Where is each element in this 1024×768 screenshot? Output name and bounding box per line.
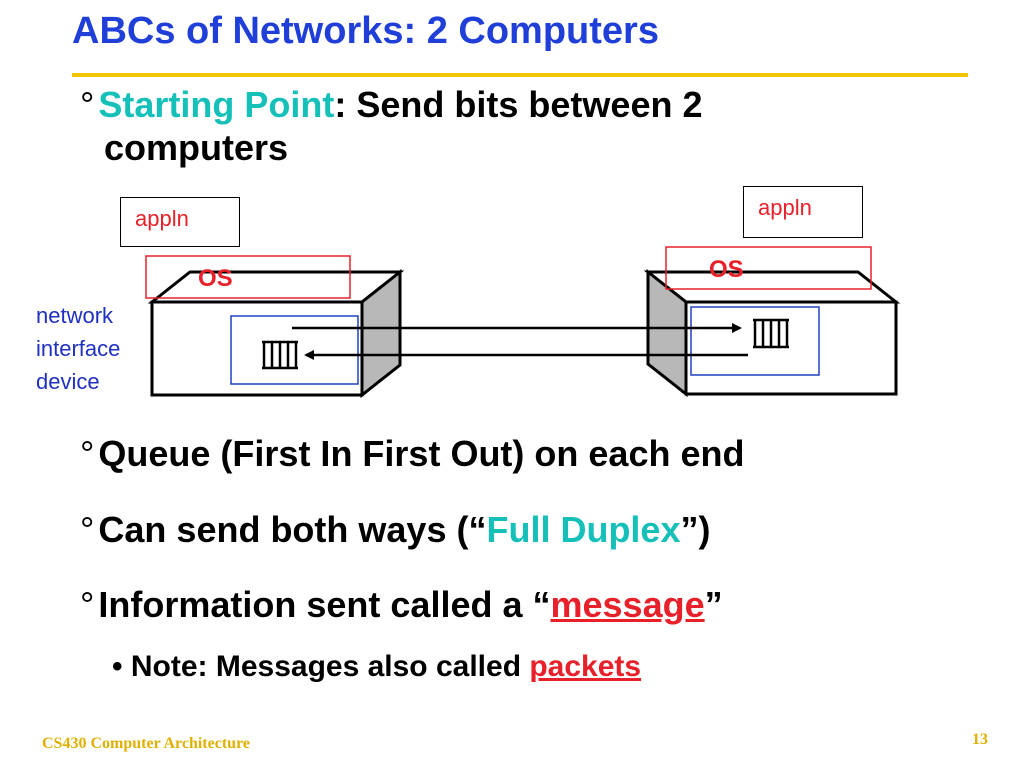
message-highlight: message: [550, 584, 705, 625]
bullet-full-duplex: °Can send both ways (“Full Duplex”): [80, 509, 710, 551]
bullet-marker: °: [80, 433, 95, 474]
left-queue-icon: [262, 340, 298, 370]
right-computer-box: [684, 300, 898, 396]
bullet-text: Can send both ways (“: [98, 509, 487, 550]
left-os-label: OS: [198, 265, 233, 292]
bullet-text: ”): [680, 509, 711, 550]
bullet-starting-point: °Starting Point: Send bits between 2: [80, 84, 702, 126]
slide-title: ABCs of Networks: 2 Computers: [72, 10, 659, 52]
left-appln-box: appln: [120, 197, 240, 247]
bullet-marker: °: [80, 584, 95, 625]
title-underline: [72, 73, 968, 77]
left-os-outline: [145, 255, 351, 299]
bullet-text: Queue (First In First Out) on each end: [98, 433, 745, 474]
page-number: 13: [972, 731, 988, 748]
bullet-text: ”: [704, 584, 723, 625]
left-computer-box: [150, 300, 364, 397]
right-appln-label: appln: [758, 195, 812, 220]
sub-bullet-marker: •: [112, 650, 123, 683]
left-nid-box: [230, 315, 359, 385]
right-appln-box: appln: [743, 186, 863, 238]
bullet-marker: °: [80, 84, 95, 125]
right-os-label: OS: [709, 256, 744, 283]
bullet-text: : Send bits between 2: [334, 84, 703, 125]
nid-label-line: interface: [36, 336, 121, 361]
right-nid-box: [690, 306, 820, 376]
bullet-message: °Information sent called a “message”: [80, 584, 723, 626]
right-box-top: [643, 270, 901, 304]
nid-label-line: network: [36, 303, 114, 328]
right-queue-icon: [753, 318, 789, 349]
right-os-outline: [665, 246, 872, 290]
footer-course: CS430 Computer Architecture: [42, 735, 250, 752]
packets-highlight: packets: [529, 650, 642, 683]
bullet-marker: °: [80, 509, 95, 550]
bullet-queue: °Queue (First In First Out) on each end: [80, 433, 744, 475]
left-appln-label: appln: [135, 206, 189, 231]
sub-bullet-text: Note: Messages also called: [130, 650, 530, 683]
nid-label-line: device: [36, 369, 100, 394]
bullet-text: Information sent called a “: [98, 584, 551, 625]
nid-label: network interface device: [36, 299, 120, 398]
bullet-continuation: computers: [104, 127, 289, 168]
full-duplex-highlight: Full Duplex: [486, 509, 681, 550]
starting-point-highlight: Starting Point: [98, 84, 335, 125]
sub-bullet-packets: • Note: Messages also called packets: [112, 650, 641, 684]
